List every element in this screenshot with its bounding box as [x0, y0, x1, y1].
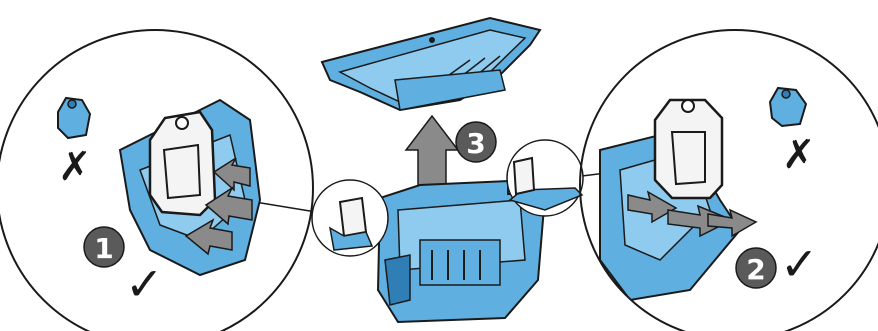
svg-text:1: 1 [94, 232, 113, 265]
right-zoom-detail: ✗ 2 ✓ [580, 30, 878, 331]
cap-icon [58, 98, 90, 138]
step-3-badge: 3 [456, 122, 496, 162]
cross-icon: ✗ [58, 144, 92, 190]
cap-icon [770, 88, 806, 126]
latch-detail-right [507, 140, 583, 216]
svg-text:3: 3 [466, 127, 485, 160]
step-1-badge: 1 [84, 227, 124, 267]
left-zoom-detail: ✗ 1 ✓ [0, 30, 313, 331]
step-2-badge: 2 [736, 248, 776, 288]
filter-cover [322, 18, 540, 110]
cross-icon: ✗ [782, 132, 816, 178]
svg-text:2: 2 [746, 253, 765, 286]
latch-icon [655, 100, 722, 198]
latch-detail-left [312, 180, 388, 256]
latch-icon [150, 112, 215, 215]
check-icon: ✓ [780, 237, 819, 291]
check-icon: ✓ [125, 257, 164, 311]
